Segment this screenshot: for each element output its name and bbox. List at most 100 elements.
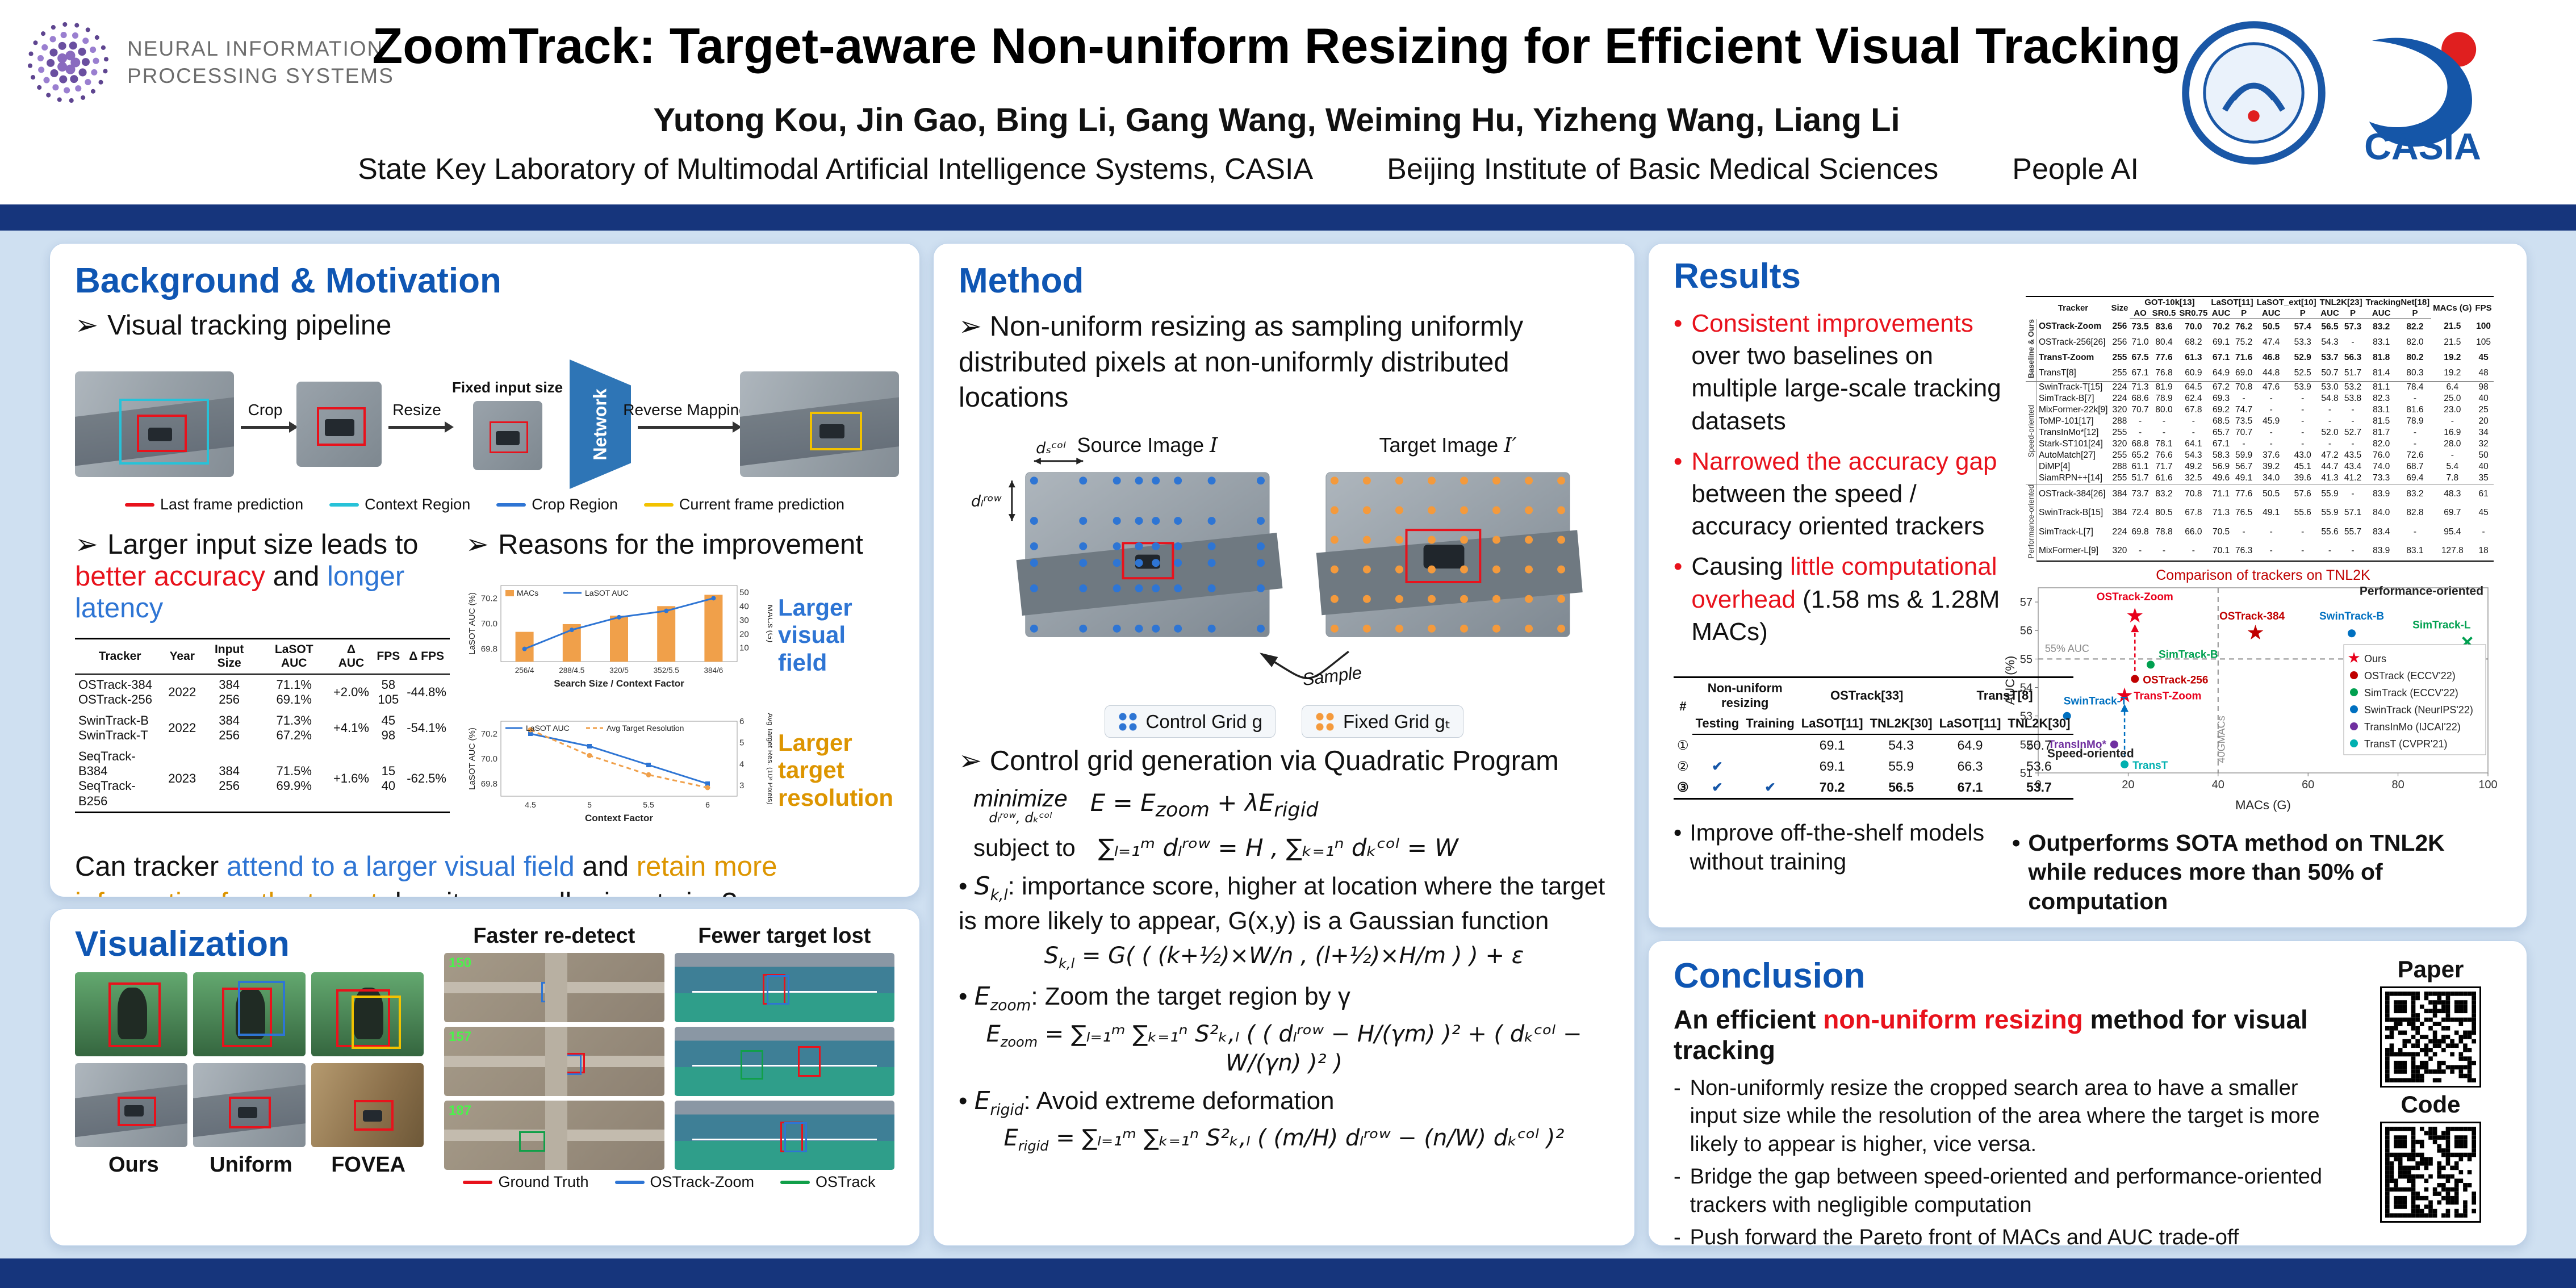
control-grid-dot bbox=[1257, 584, 1265, 593]
legend-item: OSTrack-Zoom bbox=[614, 1173, 754, 1191]
dot-bullet-icon: • bbox=[2012, 830, 2021, 856]
svg-text:384/6: 384/6 bbox=[704, 666, 724, 675]
pred-box bbox=[784, 1122, 808, 1152]
person-shape bbox=[236, 987, 265, 1040]
importance-score-formula: Sk,l = G( ( (k+½)×W/n , (l+½)×H/m ) ) + … bbox=[1044, 942, 1524, 972]
header-divider-bar bbox=[0, 204, 2576, 231]
affiliation-bibms: Beijing Institute of Basic Medical Scien… bbox=[1387, 153, 1939, 186]
neurips-logo-text: NEURAL INFORMATION PROCESSING SYSTEMS bbox=[127, 35, 394, 90]
control-grid-dot bbox=[1135, 625, 1143, 633]
macs-bar bbox=[704, 595, 723, 662]
pred-box bbox=[554, 1054, 582, 1075]
control-grid-dot bbox=[1113, 542, 1121, 551]
legend-item: Current frame prediction bbox=[643, 496, 844, 513]
car-shape bbox=[124, 1105, 144, 1116]
fixed-input-wrap: Fixed input size bbox=[452, 379, 563, 470]
result-image bbox=[311, 1063, 424, 1147]
control-grid-dot bbox=[1030, 476, 1038, 485]
rigid-energy-term: • Erigid: Avoid extreme deformation Erig… bbox=[959, 1085, 1609, 1155]
poster-title: ZoomTrack: Target-aware Non-uniform Resi… bbox=[372, 18, 2181, 74]
svg-text:288/4.5: 288/4.5 bbox=[559, 666, 584, 675]
svg-text:69.8: 69.8 bbox=[481, 779, 497, 789]
result-image bbox=[193, 972, 306, 1056]
fixed-grid-dot bbox=[1362, 565, 1371, 574]
arrow-bullet-icon: ➢ bbox=[959, 746, 982, 777]
svg-text:MACs (G): MACs (G) bbox=[2235, 798, 2291, 812]
pred-box bbox=[238, 980, 286, 1036]
institute-seal-logo bbox=[2181, 20, 2326, 165]
legend-swatch bbox=[780, 1180, 810, 1184]
control-grid-dot bbox=[1079, 625, 1088, 633]
fixed-grid-dot bbox=[1557, 536, 1566, 544]
macs-bar bbox=[610, 616, 628, 662]
svg-text:OSTrack-Zoom: OSTrack-Zoom bbox=[2097, 591, 2173, 603]
importance-score-term: • Sk,l: importance score, higher at loca… bbox=[959, 871, 1609, 972]
svg-text:5.5: 5.5 bbox=[643, 800, 654, 809]
arrow-bullet-icon: ➢ bbox=[466, 529, 490, 560]
video-frame bbox=[674, 1101, 894, 1170]
dash-bullet-icon: - bbox=[1674, 1225, 1681, 1246]
fixed-grid-dot bbox=[1492, 565, 1501, 574]
legend-item: Last frame prediction bbox=[125, 496, 303, 513]
section-title: Visualization bbox=[75, 925, 290, 964]
label-uniform: Uniform bbox=[210, 1153, 292, 1177]
svg-text:SimTrack-L: SimTrack-L bbox=[2412, 619, 2471, 631]
conclusion-bullets: -Non-uniformly resize the cropped search… bbox=[1674, 1074, 2334, 1246]
reasons-bullet: ➢Reasons for the improvement bbox=[466, 529, 863, 560]
zoom-energy-formula: Ezoom = ∑ₗ₌₁ᵐ ∑ₖ₌₁ⁿ S²ₖ,ₗ ( ( dₗʳᵒʷ − H/… bbox=[986, 1021, 1582, 1076]
method-bullet-2: ➢ Control grid generation via Quadratic … bbox=[959, 746, 1559, 777]
dot-bullet-icon: • bbox=[959, 982, 968, 1010]
resize-arrow: Resize bbox=[388, 401, 454, 433]
network-label: Network bbox=[589, 388, 610, 461]
svg-text:40: 40 bbox=[739, 602, 749, 612]
control-grid-dot bbox=[1152, 625, 1160, 633]
svg-text:★: ★ bbox=[2347, 649, 2360, 666]
fixed-grid-dot bbox=[1330, 536, 1339, 544]
svg-text:TransT-Zoom: TransT-Zoom bbox=[2134, 691, 2201, 702]
scatter-point bbox=[2348, 629, 2356, 638]
pred-box bbox=[229, 1097, 271, 1129]
section-visualization: Visualization Ours Uniform FOVEA bbox=[49, 909, 920, 1246]
control-grid-dot bbox=[1079, 517, 1088, 525]
svg-text:70.2: 70.2 bbox=[481, 593, 497, 603]
svg-text:Search Size / Context Factor: Search Size / Context Factor bbox=[554, 678, 684, 689]
arrow-bullet-icon: ➢ bbox=[75, 529, 99, 560]
improve-bullet: • Improve off-the-shelf models without t… bbox=[1674, 818, 1992, 877]
svg-text:100: 100 bbox=[2478, 779, 2497, 791]
network-block: Network bbox=[570, 359, 632, 489]
conclusion-bullet: -Push forward the Pareto front of MACs a… bbox=[1674, 1224, 2334, 1246]
control-grid-dot bbox=[1030, 542, 1038, 551]
svg-text:57: 57 bbox=[2020, 596, 2033, 609]
pipeline-resized-input bbox=[472, 400, 542, 470]
grid-dots-icon bbox=[1314, 711, 1335, 732]
control-grid-dot bbox=[1207, 584, 1216, 593]
casia-logo-text: CASIA bbox=[2364, 126, 2481, 165]
poster-authors: Yutong Kou, Jin Gao, Bing Li, Gang Wang,… bbox=[653, 102, 1900, 139]
section-title: Results bbox=[1674, 257, 1801, 296]
visual-field-annotation: Larger visual field bbox=[778, 594, 852, 676]
svg-text:52: 52 bbox=[2020, 739, 2033, 751]
context-region-box bbox=[119, 399, 210, 465]
fixed-grid-dot bbox=[1525, 565, 1533, 574]
fixed-grid-dot bbox=[1427, 625, 1436, 633]
sequence-comparison: Faster re-detect Fewer target lost 150 1… bbox=[444, 924, 894, 1191]
section-background-motivation: Background & Motivation ➢Visual tracking… bbox=[49, 243, 920, 897]
reverse-mapping-label: Reverse Mapping bbox=[623, 400, 748, 419]
method-labels: Ours Uniform FOVEA bbox=[75, 1153, 427, 1177]
svg-text:Sample: Sample bbox=[1302, 663, 1363, 690]
control-grid-dot bbox=[1174, 517, 1182, 525]
svg-text:55: 55 bbox=[2020, 653, 2033, 666]
control-grid-dot bbox=[1174, 625, 1182, 633]
legend-item: Crop Region bbox=[496, 496, 618, 513]
motivation-question: Can tracker attend to a larger visual fi… bbox=[75, 851, 777, 897]
fixed-grid-dot bbox=[1330, 476, 1339, 485]
fixed-grid-dot bbox=[1460, 565, 1468, 574]
